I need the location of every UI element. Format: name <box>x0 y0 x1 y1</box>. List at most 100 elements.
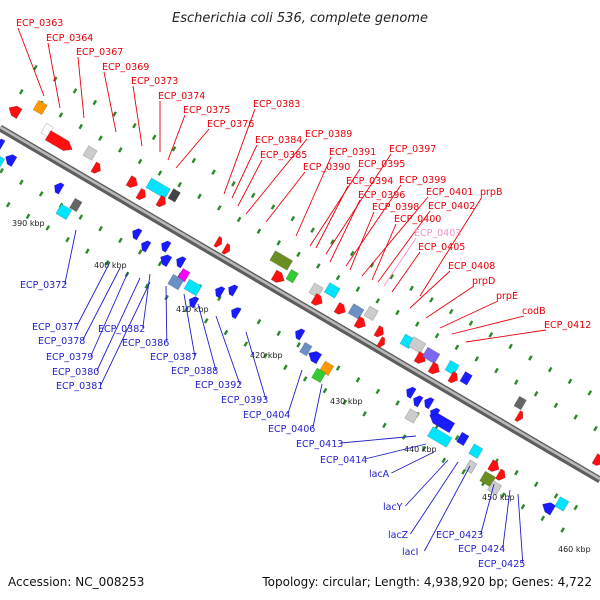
gene <box>310 293 323 306</box>
gene-label-forward: ECP_0396 <box>358 190 405 201</box>
gene <box>228 284 239 297</box>
tick-mark <box>296 342 301 348</box>
gene <box>514 410 524 422</box>
gene-shape <box>363 305 379 321</box>
tick-mark <box>514 469 519 476</box>
tick-mark <box>573 504 579 511</box>
tick-mark <box>283 364 288 371</box>
tick-mark <box>409 285 414 292</box>
gene-label-forward: ECP_0375 <box>183 105 230 116</box>
gene-shape <box>353 315 366 329</box>
tick-mark <box>488 332 494 338</box>
tick-mark <box>508 343 513 350</box>
gene <box>468 443 484 459</box>
gene <box>487 480 503 496</box>
tick-mark <box>243 341 249 347</box>
gene-label-forward: ECP_0369 <box>102 62 149 73</box>
gene-label-forward: prpD <box>472 276 495 287</box>
tick-mark <box>25 213 31 220</box>
gene-shape <box>135 187 146 201</box>
gene-label-forward: ECP_0408 <box>448 261 495 272</box>
tick-mark <box>421 445 427 452</box>
gene-shape <box>55 203 73 220</box>
gene-shape <box>404 408 420 424</box>
gene-label-forward: prpE <box>496 291 518 302</box>
gene-label-forward: ECP_0399 <box>399 175 446 186</box>
tick-mark <box>216 205 222 211</box>
leader-line <box>100 281 151 386</box>
gene-shape <box>8 105 23 119</box>
gene <box>406 386 417 399</box>
gene <box>167 273 185 291</box>
tick-mark <box>454 344 460 351</box>
gene-shape <box>5 154 18 167</box>
gene-shape <box>333 301 346 315</box>
leader-line <box>231 144 258 199</box>
topology-text: Topology: circular; Length: 4,938,920 bp… <box>261 575 592 589</box>
tick-mark <box>104 260 110 266</box>
leader-line <box>391 451 435 474</box>
gene-shape <box>406 386 417 399</box>
tick-mark <box>342 399 348 405</box>
gene <box>176 256 187 269</box>
gene <box>347 303 365 320</box>
tick-mark <box>256 318 262 325</box>
gene-label-forward: ECP_0402 <box>428 201 475 212</box>
tick-mark <box>157 170 163 176</box>
gene <box>270 269 285 283</box>
gene-shape <box>427 361 440 375</box>
gene-shape <box>82 145 98 161</box>
gene-shape <box>188 296 200 309</box>
gene-shape <box>90 161 101 174</box>
gene-shape <box>299 341 313 357</box>
gene <box>155 195 166 208</box>
tick-mark <box>468 320 474 326</box>
gene-label-reverse: ECP_0424 <box>458 544 505 555</box>
gene-shape <box>221 242 231 255</box>
gene-shape <box>269 250 294 271</box>
gene-shape <box>270 269 285 283</box>
gene-shape <box>213 235 223 248</box>
gene-shape <box>487 459 500 472</box>
gene <box>188 296 200 309</box>
gene <box>160 254 173 268</box>
tick-mark <box>65 236 70 243</box>
leader-line <box>103 71 117 133</box>
gene-label-forward: ECP_0405 <box>418 242 465 253</box>
leader-line <box>295 156 332 237</box>
gene <box>54 182 65 195</box>
gene <box>404 408 420 424</box>
gene <box>135 187 146 201</box>
gene-shape <box>444 360 460 376</box>
gene-shape <box>160 254 173 268</box>
gene-label-forward: ECP_0363 <box>16 18 63 29</box>
tick-mark <box>375 298 381 304</box>
gene <box>323 282 341 299</box>
gene <box>269 250 294 271</box>
leader-line <box>345 184 402 267</box>
tick-mark <box>18 89 24 95</box>
tick-mark <box>118 237 123 244</box>
leader-line <box>215 315 241 385</box>
leader-line <box>405 459 449 507</box>
leader-line <box>167 114 186 161</box>
gene-shape <box>347 303 365 320</box>
gene-label-forward: ECP_0397 <box>389 144 436 155</box>
leader-line <box>132 85 143 147</box>
gene-label-reverse: ECP_0379 <box>46 352 93 363</box>
gene-shape <box>456 431 470 447</box>
tick-mark <box>335 365 341 371</box>
tick-mark <box>474 356 480 362</box>
tick-label: 440 kbp <box>404 445 437 454</box>
gene-label-forward: ECP_0373 <box>131 76 178 87</box>
gene <box>591 453 600 466</box>
gene-shape <box>554 496 570 512</box>
gene <box>295 328 306 341</box>
tick-mark <box>494 367 499 374</box>
leader-line <box>47 42 61 109</box>
tick-mark <box>330 239 335 245</box>
tick-mark <box>362 411 367 417</box>
leader-line <box>64 229 77 285</box>
gene <box>215 286 226 299</box>
